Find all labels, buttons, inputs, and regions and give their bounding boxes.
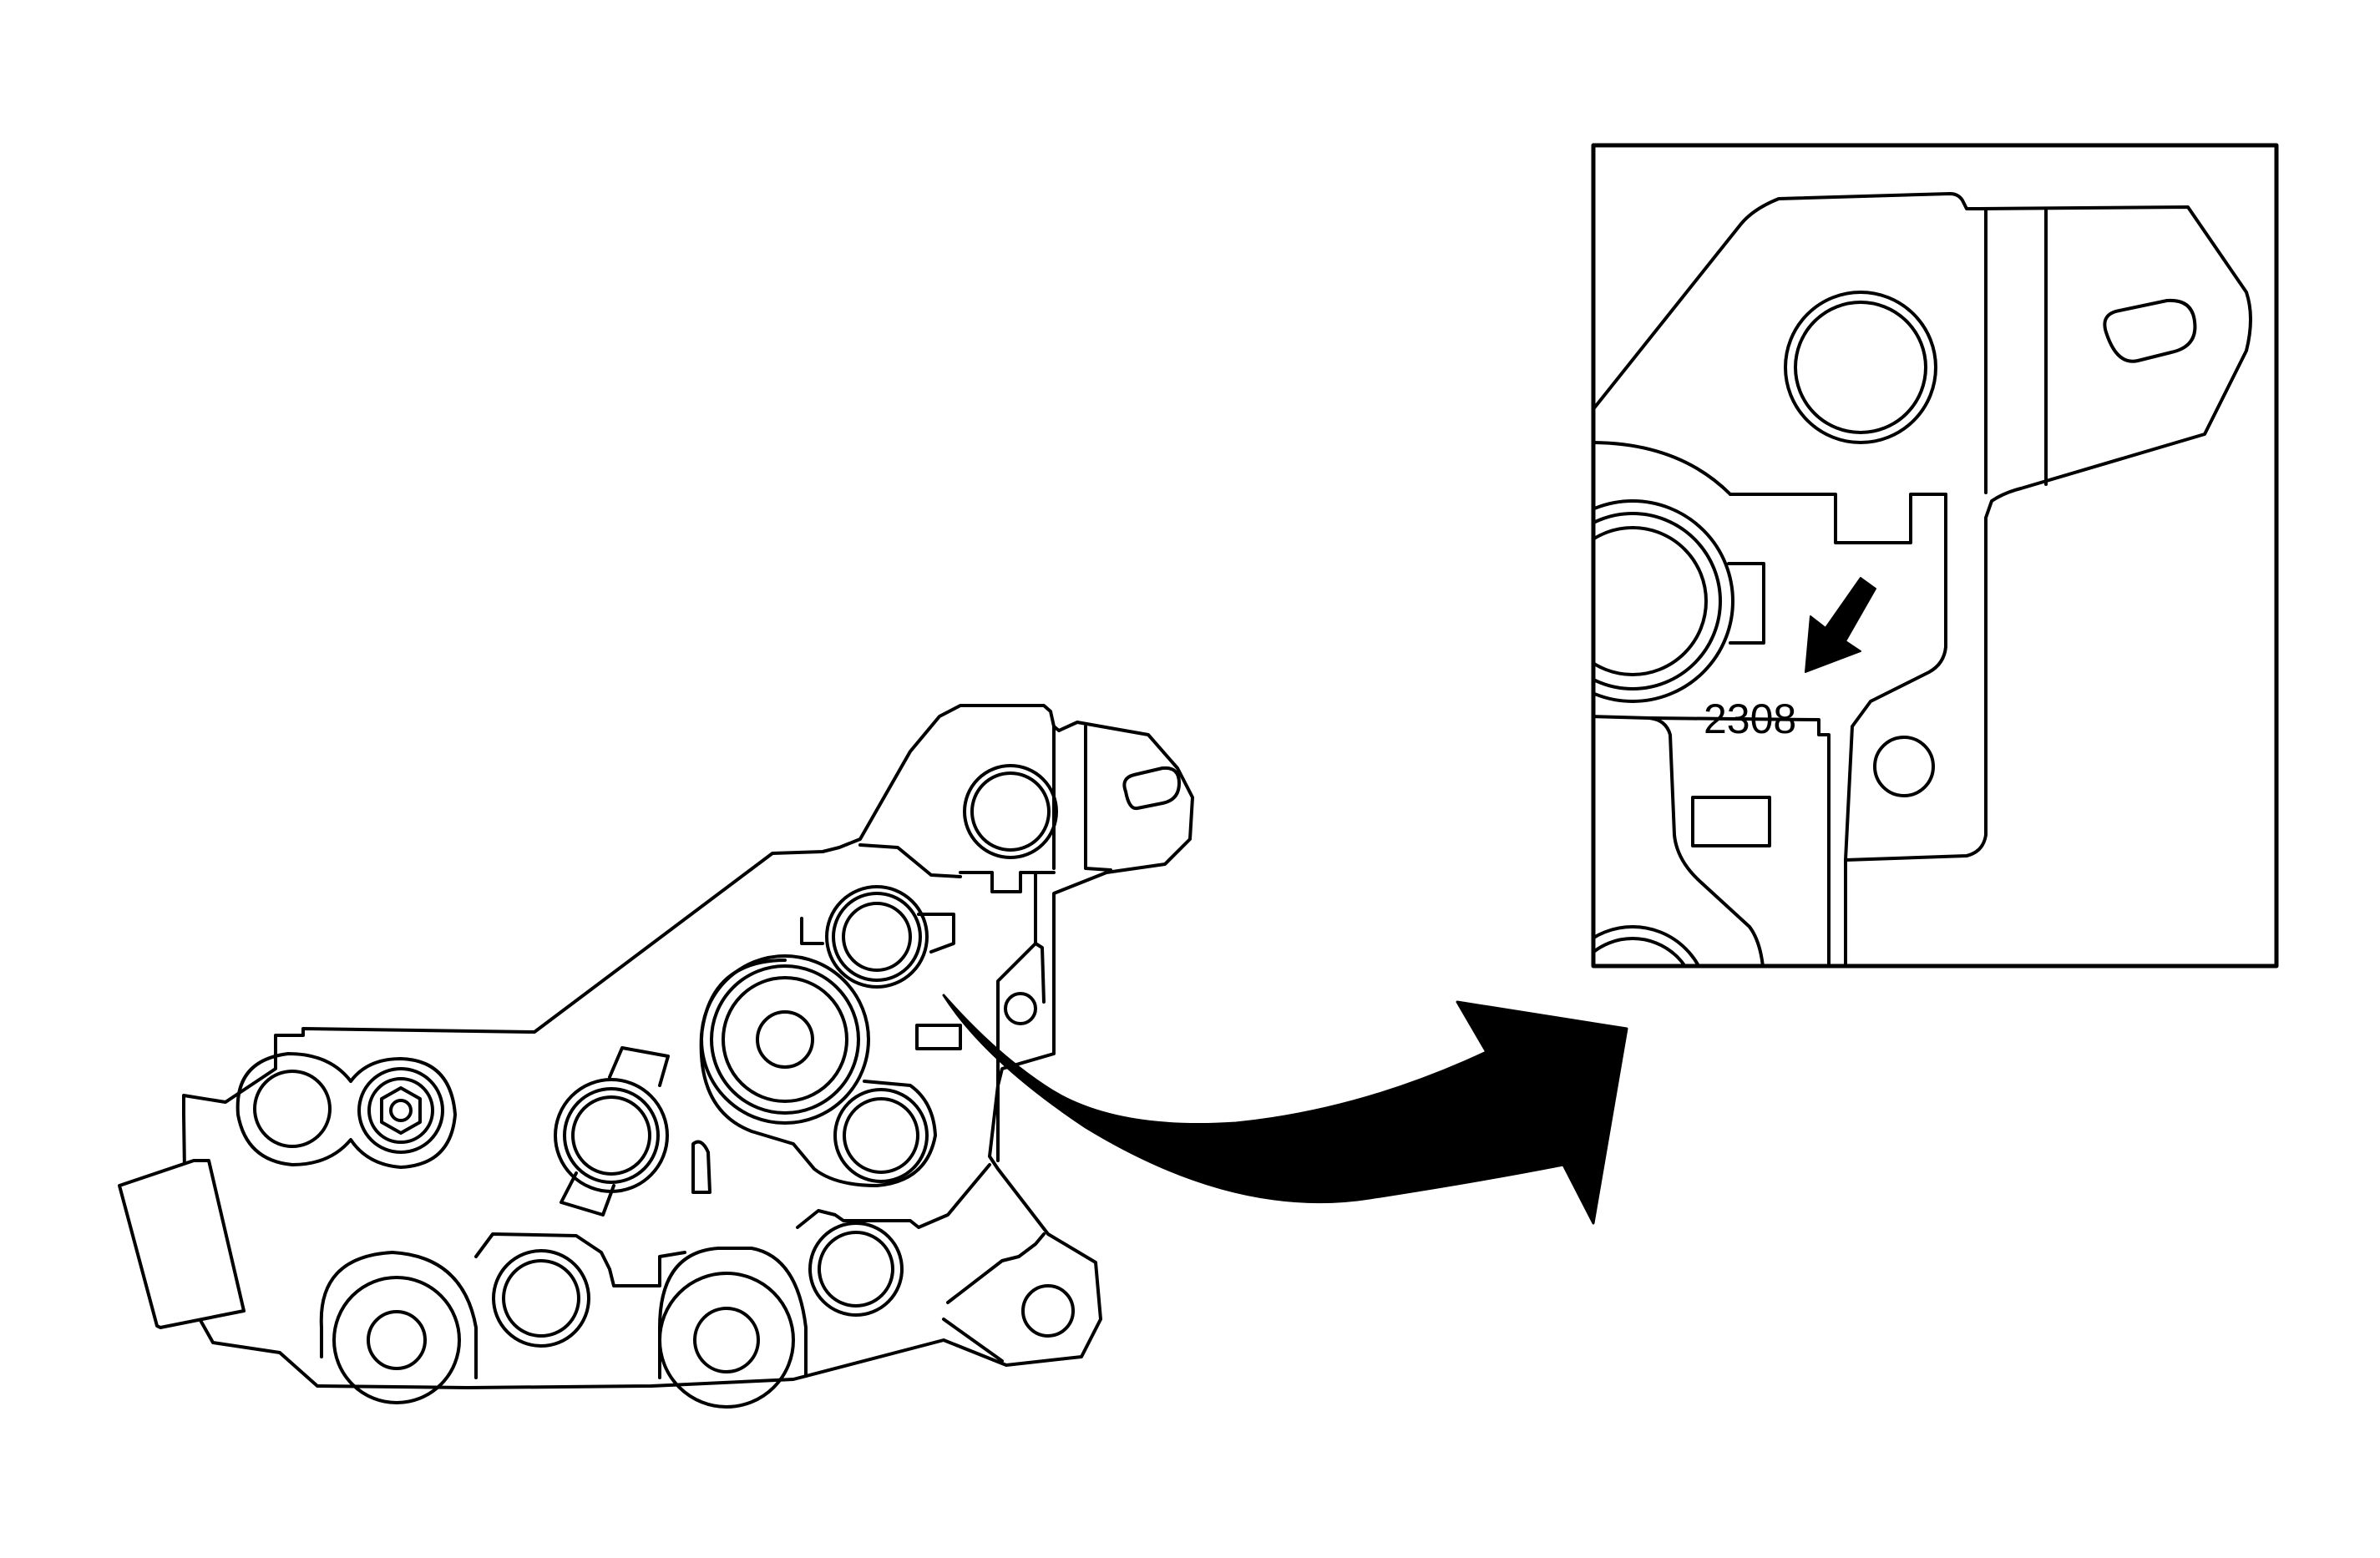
winged-tab-bottom [560,1171,615,1217]
left-bore-pair-outline [235,1052,457,1169]
detail-inset: 2308 [1591,143,2279,969]
detail-tab-slot [2103,298,2197,363]
detail-housing-outline [1593,192,2252,966]
upper-tab-inner [1084,725,1112,872]
central-bore-housing [699,959,937,1187]
hex-nut-hole [389,1099,413,1122]
lower-bore-4-outer [808,1222,904,1317]
upper-bore-inner [970,771,1051,852]
central-bore-mid [722,976,848,1103]
part-number-label: 2308 [1704,696,1796,742]
lower-ridge-left [474,1232,686,1287]
lower-mid-boss [658,1247,808,1379]
detail-pointer-arrow-icon [1805,577,1876,673]
bore-2-mid [832,892,922,982]
left-bore-2-outer [357,1067,444,1154]
slot-rect-center [915,1024,962,1050]
detail-upper-bore-inner [1794,301,1927,434]
lower-right-tab-inner-2 [942,1318,1004,1363]
inner-right-wall-2 [1034,942,1046,1004]
winged-bore-inner [571,1095,651,1176]
inner-right-wall [996,871,1037,1162]
detail-slot-rect [1691,796,1771,847]
left-bore-2-inner [367,1077,434,1144]
lower-bore-2-inner [502,1259,580,1338]
hex-nut [380,1086,422,1135]
lower-bore-2-outer [492,1249,590,1348]
detail-bore-tab [1727,562,1765,645]
bore-lower-right-outer [833,1088,929,1183]
winged-bore-mid [563,1087,660,1184]
lower-left-boss [319,1251,478,1379]
detail-inner-wall [1844,493,1947,862]
detail-left-bore-inner [1593,526,1708,676]
detail-small-hole [1873,736,1935,797]
detail-left-bore-outer [1593,499,1734,703]
lower-bore-4-inner [818,1231,894,1308]
winged-bore-outer [554,1078,669,1193]
detail-left-wall [1593,441,1732,496]
lower-ridge [796,1163,991,1229]
bore-2-outer [825,885,929,989]
connector-block [118,1159,246,1329]
winged-tab-top [608,1046,670,1087]
central-bore-core [756,1010,814,1069]
upper-tab-slot [1122,766,1181,811]
bore-lower-right-inner [843,1097,919,1174]
lower-mid-boss-ring [658,1272,795,1409]
lower-left-boss-ring [332,1276,461,1404]
main-part [118,704,1194,1409]
detail-lower-wall [1593,715,1765,966]
bore-2-inner [842,902,912,972]
detail-upper-bore-outer [1784,291,1937,444]
upper-step [858,843,962,878]
detail-inset-frame [1591,143,2279,969]
central-bore-outer [700,954,870,1125]
detail-lower-wall-2 [1648,716,1831,966]
lower-left-hole [367,1310,427,1370]
left-bore-1 [253,1070,332,1148]
detail-lower-bore-outer [1593,925,1701,966]
upper-notch [959,871,1056,893]
small-hole-right [1004,992,1037,1025]
lower-right-tab-hole [1021,1284,1075,1338]
curved-callout-arrow [942,994,1628,1225]
lower-mid-hole [693,1307,760,1373]
detail-notch [1729,493,1947,544]
central-bore-ring [710,964,860,1115]
upper-bore-outer [963,764,1058,859]
detail-left-bore-mid [1593,512,1722,690]
lower-right-tab-inner [946,1232,1046,1304]
bore-tab-bracket [800,913,955,954]
small-vertical-slot [691,1140,711,1194]
detail-lower-bore-inner [1593,937,1688,966]
